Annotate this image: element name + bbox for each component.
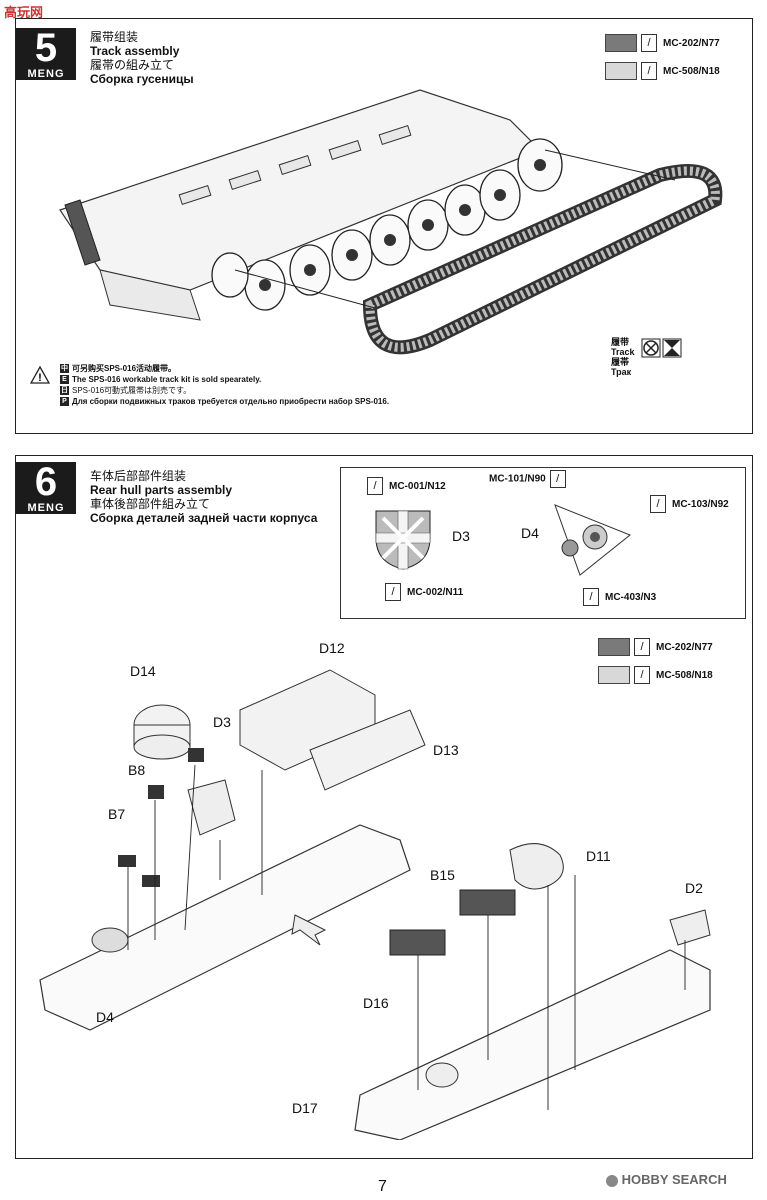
lang-zh-icon: 中 <box>60 364 69 374</box>
paint-swatch <box>605 62 637 81</box>
brush-icon: / <box>641 62 657 81</box>
step6-badge: 6 MENG <box>16 462 76 514</box>
paint-code: MC-202/N77 <box>656 641 713 653</box>
lang-ja-icon: 日 <box>60 386 69 396</box>
sub-paint-bm: / MC-403/N3 <box>583 588 656 606</box>
paint-code: MC-508/N18 <box>663 65 720 77</box>
d3-shield-diagram <box>375 510 431 570</box>
track-label: 履带 Track 履帯 Трак <box>611 337 635 377</box>
part-b8: B8 <box>128 762 146 778</box>
brush-icon: / <box>583 588 599 606</box>
brush-icon: / <box>650 495 666 513</box>
paint-code: MC-103/N92 <box>672 498 729 510</box>
page-number: 7 <box>378 1178 387 1195</box>
step6-brand: MENG <box>27 502 65 514</box>
step5-title: 履带组装 Track assembly 履帯の組み立て Сборка гусен… <box>90 30 194 86</box>
hobbysearch-logo-icon <box>606 1174 618 1187</box>
lang-ru-icon: Р <box>60 397 69 407</box>
part-d2: D2 <box>685 880 703 896</box>
brush-icon: / <box>641 34 657 52</box>
track-label-ja: 履帯 <box>611 357 630 367</box>
part-d12: D12 <box>319 640 345 656</box>
paint-code: MC-002/N11 <box>407 586 464 598</box>
part-d3: D3 <box>213 714 231 730</box>
d4-diagram <box>554 504 631 576</box>
step5-brand: MENG <box>27 68 65 80</box>
paint-swatch <box>605 34 637 52</box>
brush-icon: / <box>367 477 383 495</box>
step6-title-en: Rear hull parts assembly <box>90 483 233 497</box>
step6-title-ja: 車体後部部件組み立て <box>90 497 211 511</box>
note-en: The SPS-016 workable track kit is sold s… <box>72 375 262 384</box>
step5-number: 5 <box>34 26 58 70</box>
brush-icon: / <box>634 638 650 656</box>
part-d17: D17 <box>292 1100 318 1116</box>
sub-paint-tl: / MC-001/N12 <box>367 477 446 495</box>
step6-paint-legend: / MC-202/N77 / MC-508/N18 <box>598 638 743 685</box>
note-ja: SPS-016可動式履帯は別売です。 <box>72 386 192 395</box>
paint-code: MC-001/N12 <box>389 480 446 492</box>
paint-swatch <box>598 666 630 685</box>
track-label-zh: 履带 <box>611 337 630 347</box>
footer-brand-text: HOBBY SEARCH <box>621 1172 727 1187</box>
brush-icon: / <box>634 666 650 685</box>
sub-paint-right: / MC-103/N92 <box>650 495 729 513</box>
part-b15: B15 <box>430 867 455 883</box>
step5-hull-illustration <box>59 89 723 355</box>
paint-code: MC-101/N90 <box>489 473 546 485</box>
sub-paint-bl: / MC-002/N11 <box>385 583 463 601</box>
part-d13: D13 <box>433 742 459 758</box>
no-glue-icon <box>641 338 682 358</box>
part-d4: D4 <box>96 1009 114 1025</box>
step6-title-zh: 车体后部部件组装 <box>90 469 187 483</box>
step6-title: 车体后部部件组装 Rear hull parts assembly 車体後部部件… <box>90 469 317 525</box>
part-d16: D16 <box>363 995 389 1011</box>
brush-icon: / <box>385 583 401 601</box>
svg-text:!: ! <box>38 372 42 384</box>
part-d11: D11 <box>586 848 611 864</box>
paint-swatch <box>598 638 630 656</box>
step6-title-ru: Сборка деталей задней части корпуса <box>90 511 318 525</box>
note-ru: Для сборки подвижных траков требуется от… <box>72 397 390 406</box>
step6-hull-illustration <box>39 669 711 1140</box>
site-watermark: 高玩网 <box>4 5 44 20</box>
lang-en-icon: E <box>60 375 69 385</box>
paint-code: MC-508/N18 <box>656 669 713 681</box>
sub-paint-tm: MC-101/N90/ <box>489 470 566 488</box>
step5-title-en: Track assembly <box>90 44 180 58</box>
part-b7: B7 <box>108 806 126 822</box>
sub-label-d3: D3 <box>452 528 470 544</box>
part-d14: D14 <box>130 663 156 679</box>
track-label-en: Track <box>611 347 635 357</box>
step6-number: 6 <box>34 460 58 504</box>
step5-paint-legend: / MC-202/N77 / MC-508/N18 <box>605 34 745 81</box>
sub-label-d4: D4 <box>521 525 539 541</box>
step5-title-ru: Сборка гусеницы <box>90 72 194 86</box>
note-zh: 可另购买SPS-016活动履带。 <box>72 364 177 373</box>
step5-badge: 5 MENG <box>16 28 76 80</box>
warning-icon: ! <box>30 366 50 384</box>
footer-brand: HOBBY SEARCH <box>606 1172 727 1187</box>
brush-icon: / <box>549 470 566 488</box>
track-label-ru: Трак <box>611 367 632 377</box>
step5-title-zh: 履带组装 <box>90 30 139 44</box>
paint-code: MC-202/N77 <box>663 37 720 49</box>
paint-code: MC-403/N3 <box>605 591 657 603</box>
step5-title-ja: 履帯の組み立て <box>90 58 175 72</box>
